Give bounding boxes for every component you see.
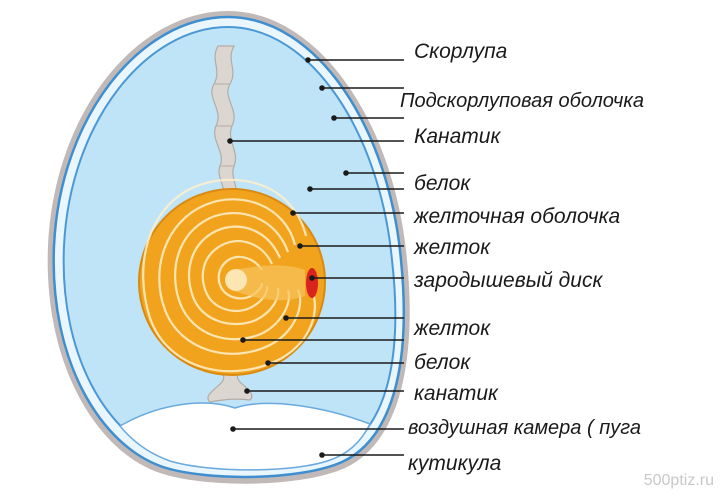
label-albumen-top: белок <box>414 172 471 195</box>
label-vitelline-membrane: желточная оболочка <box>414 205 621 228</box>
label-albumen-bottom: белок <box>414 351 471 374</box>
air-cell <box>118 402 372 471</box>
germinal-disc <box>306 268 318 298</box>
label-chalaza-bottom: канатик <box>414 382 498 405</box>
latebra <box>225 269 247 291</box>
label-shell: Скорлупа <box>414 40 508 63</box>
leader-lines <box>227 57 404 458</box>
label-chalaza-top: Канатик <box>414 125 501 148</box>
germinal-disc-cone <box>232 265 305 301</box>
label-air-cell: воздушная камера ( пуга <box>408 417 641 439</box>
label-germinal-disc: зародышевый диск <box>414 269 603 292</box>
label-cuticle: кутикула <box>408 452 502 475</box>
label-yolk-2: желток <box>414 317 491 340</box>
chalaza-bottom <box>207 359 253 403</box>
watermark: 500ptiz.ru <box>643 472 714 489</box>
label-shell-membrane: Подскорлуповая оболочка <box>400 90 644 112</box>
label-yolk-1: желток <box>414 236 491 259</box>
